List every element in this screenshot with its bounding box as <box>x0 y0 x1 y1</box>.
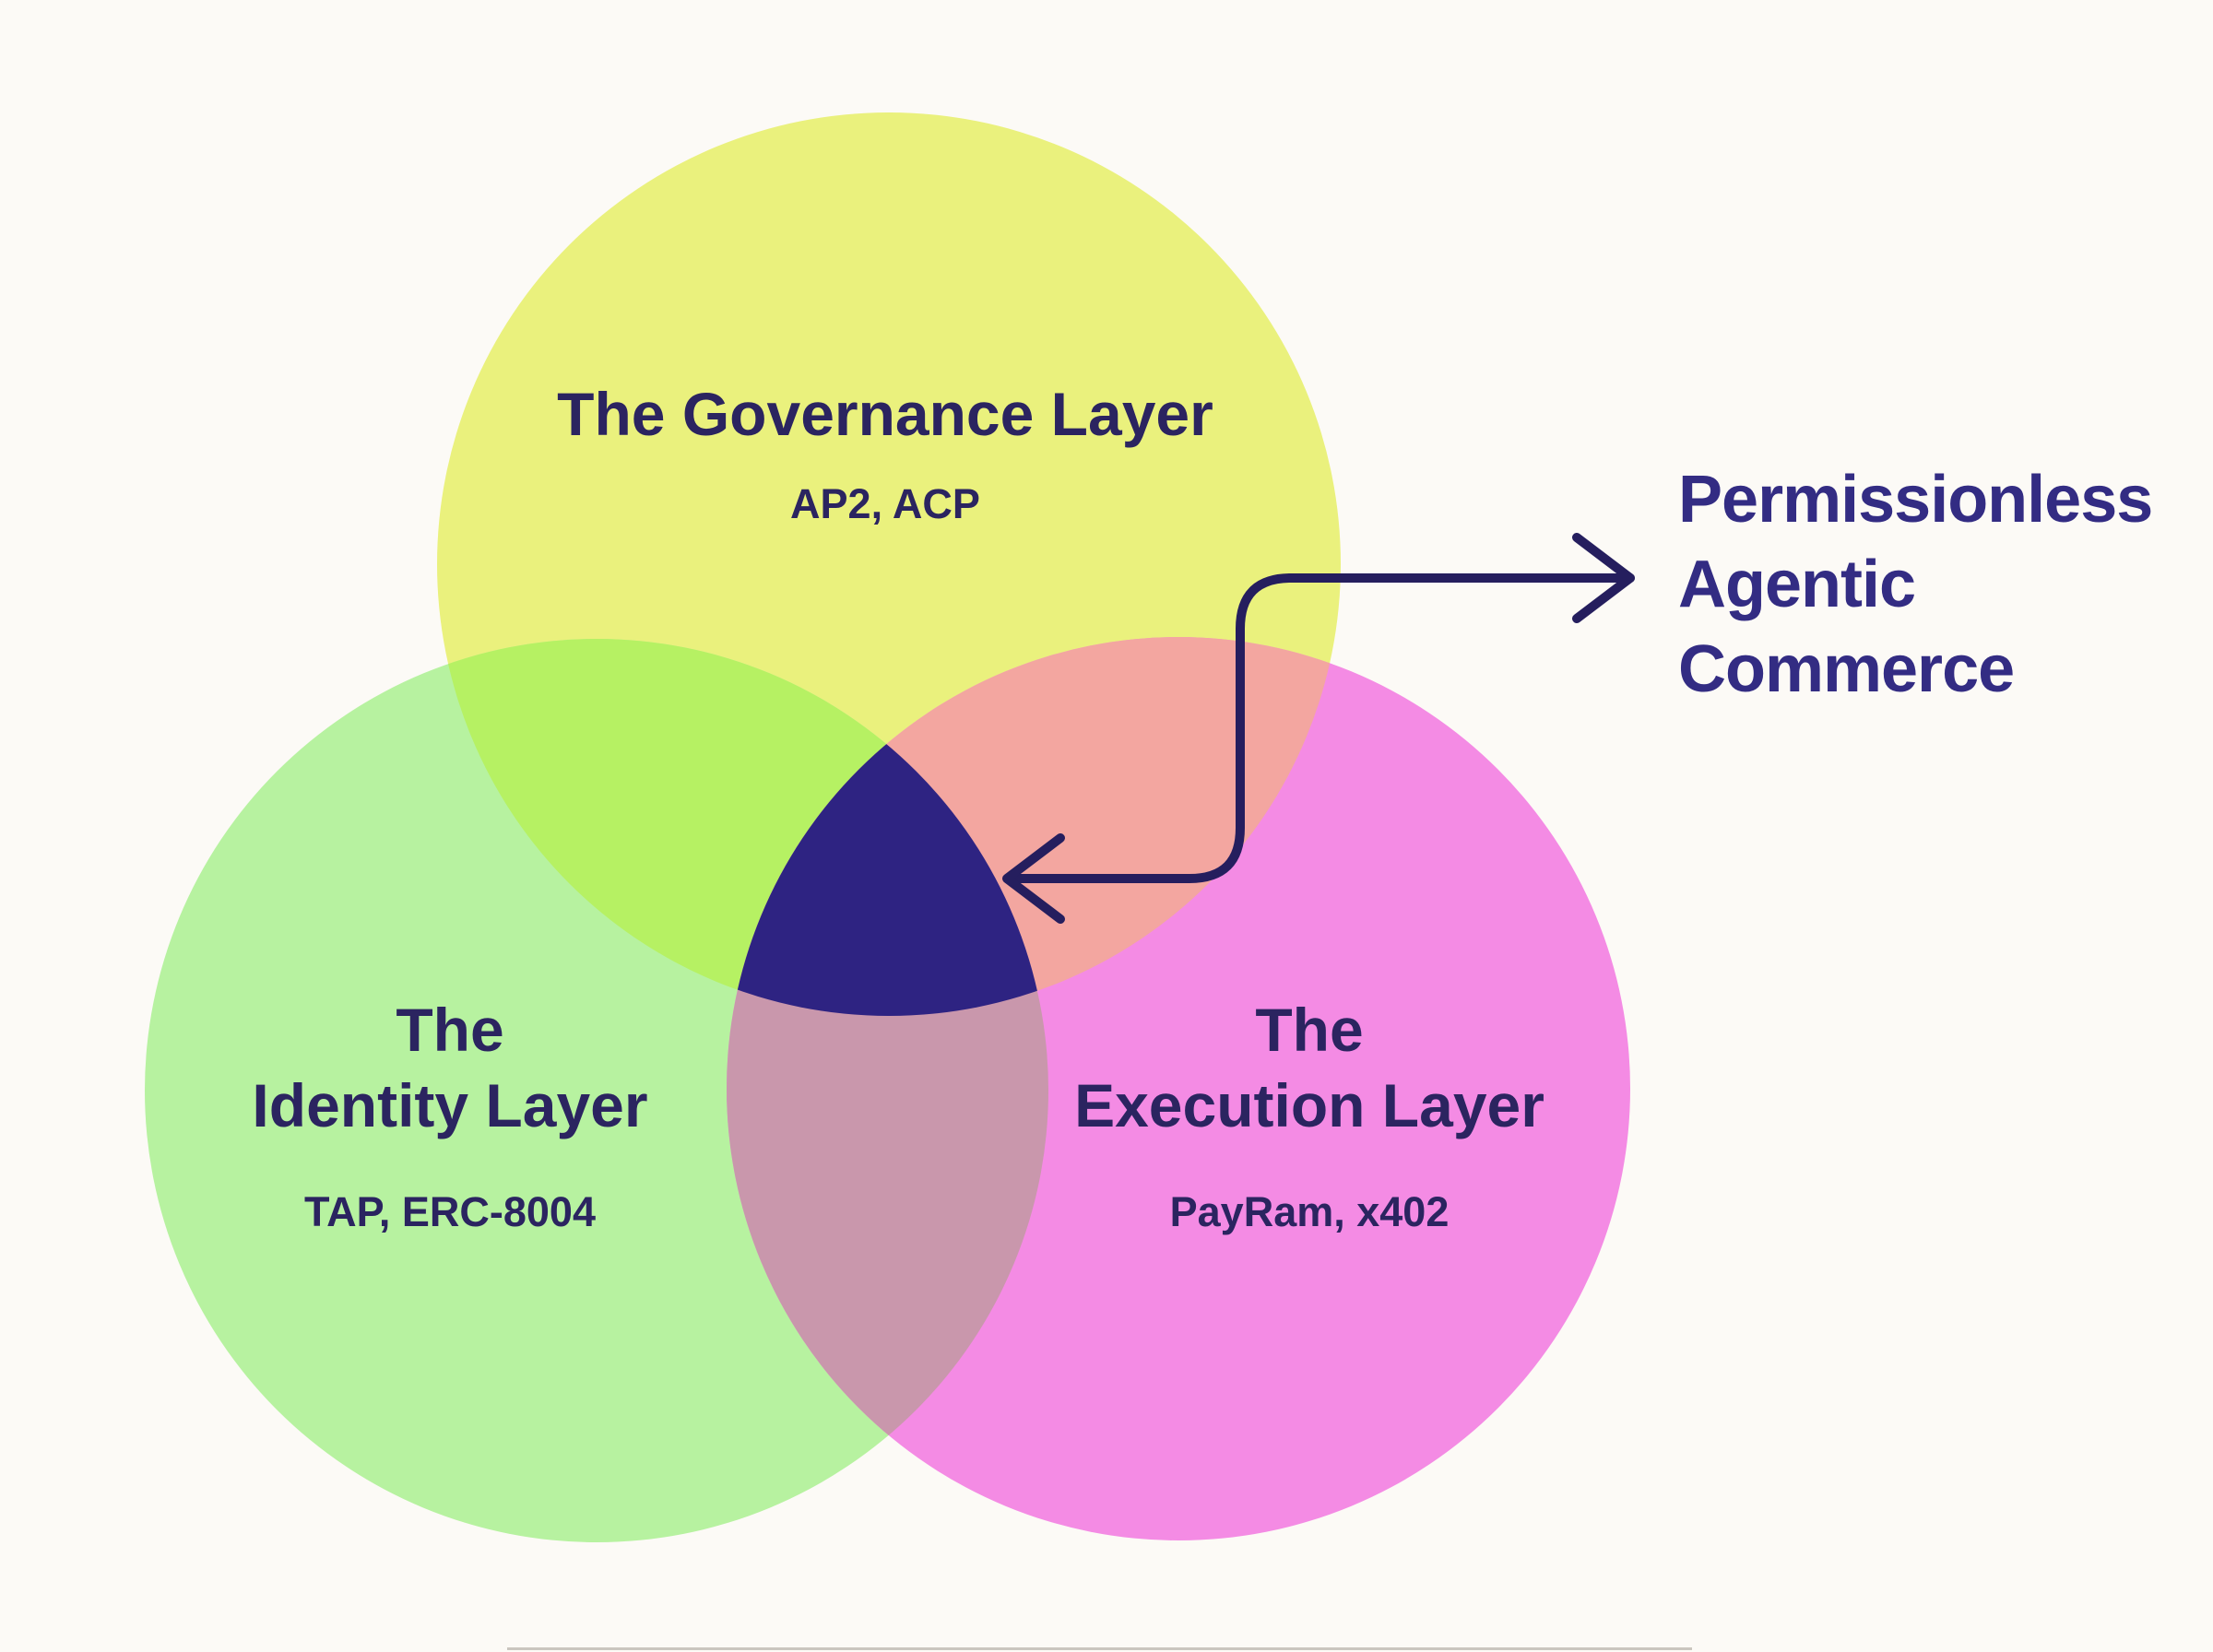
governance-execution-overlap <box>727 637 1341 1016</box>
governance-title: The Governance Layer <box>557 380 1213 448</box>
left-arrowhead-icon <box>1002 833 1065 924</box>
execution-title-line2: Execution Layer <box>1074 1071 1544 1139</box>
governance-identity-overlap <box>437 639 1048 1016</box>
connector-arrow <box>1010 573 1635 883</box>
identity-title-line2: Identity Layer <box>252 1071 647 1139</box>
callout-line3: Commerce <box>1678 632 2014 706</box>
identity-sublabel: TAP, ERC-8004 <box>304 1188 596 1235</box>
right-arrowhead-icon <box>1572 533 1635 623</box>
governance-execution-overlap-group <box>727 637 1341 1016</box>
identity-title-line1: The <box>396 996 503 1064</box>
execution-title-line1: The <box>1255 996 1363 1064</box>
bottom-cutoff-line <box>507 1647 1692 1650</box>
callout-line2: Agentic <box>1678 548 1915 621</box>
callout-line1: Permissionless <box>1678 463 2152 537</box>
execution-sublabel: PayRam, x402 <box>1170 1188 1450 1235</box>
governance-sublabel: AP2, ACP <box>790 480 980 527</box>
governance-identity-overlap-group <box>437 639 1048 1016</box>
